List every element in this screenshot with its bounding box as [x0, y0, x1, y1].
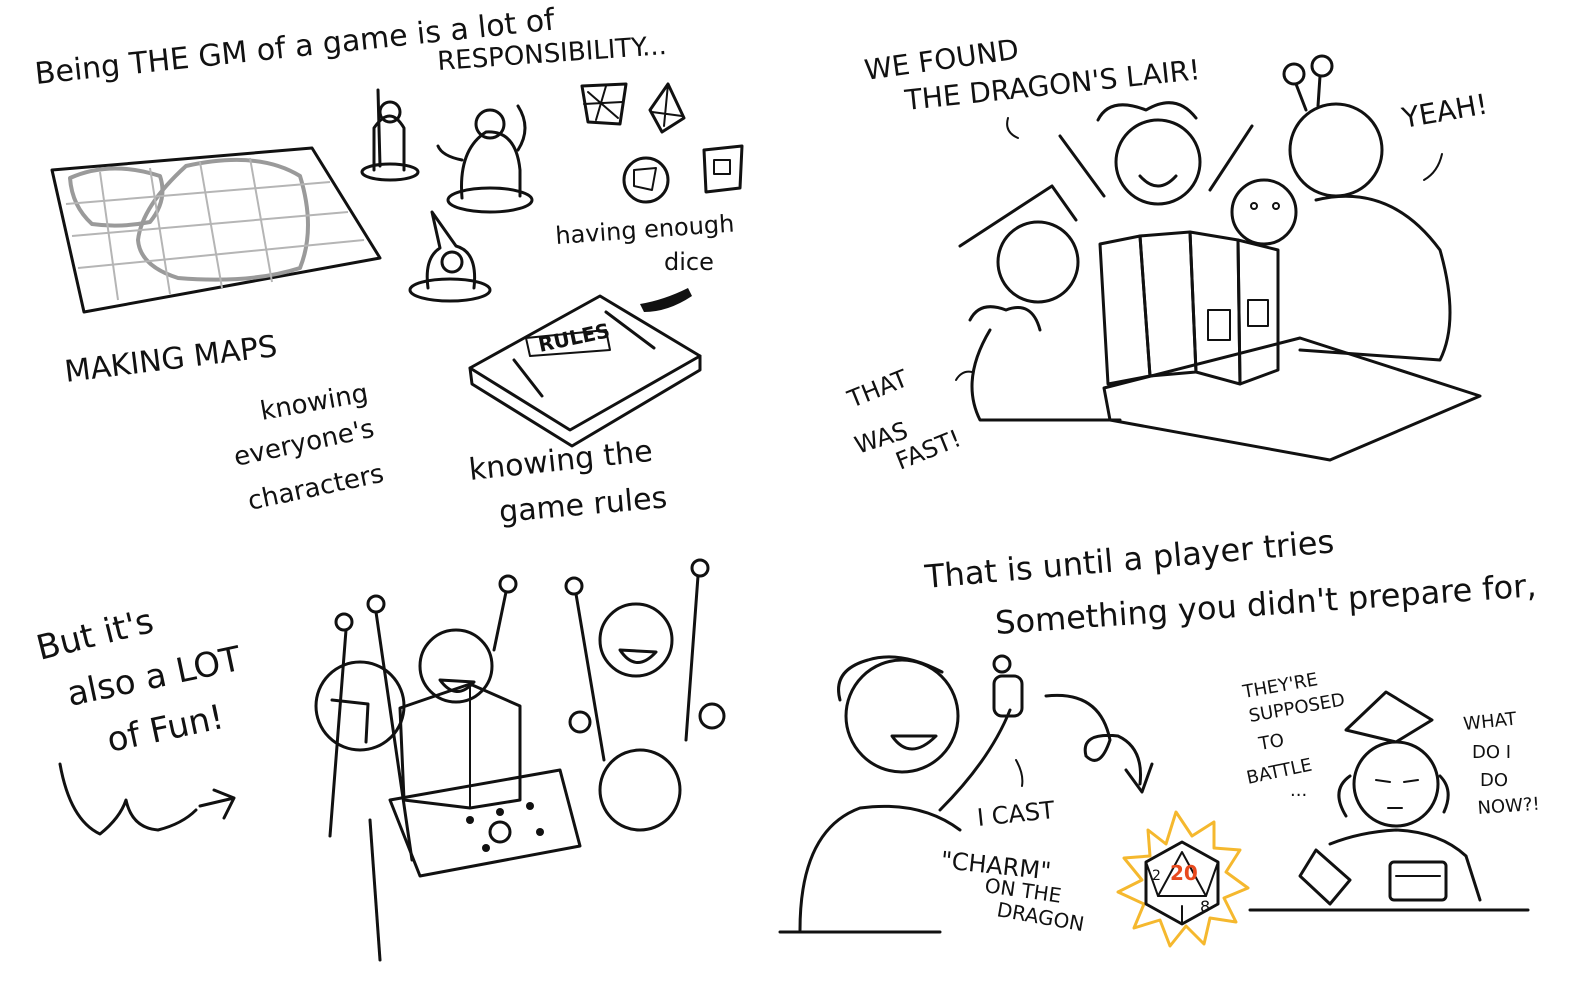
- dice-drawing: [580, 82, 744, 204]
- stick-figures-drawing: [314, 558, 726, 962]
- panel-charm-dragon: That is until a player tries Something y…: [778, 522, 1541, 948]
- label-enough-dice-2: dice: [664, 248, 714, 276]
- what-line1: WHAT: [1462, 708, 1518, 735]
- fun-line3: of Fun!: [104, 697, 228, 761]
- die-burst: [1116, 810, 1250, 948]
- fun-line1: But it's: [33, 601, 158, 669]
- what-line3: DO: [1480, 770, 1508, 791]
- cast-line1: I CAST: [976, 796, 1057, 832]
- what-line2: DO I: [1472, 742, 1511, 763]
- panel-gm-responsibility: Being THE GM of a game is a lot of RESPO…: [33, 2, 744, 530]
- curvy-arrow: [58, 762, 198, 836]
- lair-yeah: YEAH!: [1399, 87, 1491, 135]
- die-face-right: 8: [1200, 897, 1210, 916]
- panel-lot-of-fun: But it's also a LOT of Fun!: [33, 558, 726, 962]
- gm-screen-drawing: [1098, 230, 1280, 386]
- label-characters-3: characters: [245, 459, 386, 517]
- lair-fast-1: THAT: [843, 364, 912, 414]
- panel-dragons-lair: WE FOUND THE DRAGON'S LAIR! YEAH!: [843, 33, 1490, 476]
- worried-gm-drawing: THEY'RE SUPPOSED TO BATTLE ... WHAT DO I…: [1240, 669, 1541, 912]
- miniatures-drawing: [360, 88, 534, 303]
- rulebook-drawing: RULES: [468, 288, 702, 448]
- caster-drawing: [778, 654, 1024, 934]
- label-making-maps: MAKING MAPS: [63, 329, 279, 390]
- charm-arrow: [1044, 693, 1143, 786]
- die-face-left: 2: [1152, 868, 1161, 884]
- label-enough-dice-1: having enough: [554, 210, 735, 250]
- supposed-line3: TO: [1256, 730, 1285, 755]
- supposed-line5: ...: [1290, 780, 1307, 801]
- label-game-rules-2: game rules: [498, 480, 669, 530]
- what-line4: NOW?!: [1477, 794, 1541, 819]
- die-face-top: 20: [1170, 861, 1198, 885]
- label-game-rules-1: knowing the: [467, 434, 654, 488]
- d20-die: 20 2 8: [1116, 810, 1250, 948]
- players-drawing: [958, 54, 1452, 422]
- map-drawing: [50, 146, 382, 314]
- table-drawing: [1102, 336, 1482, 462]
